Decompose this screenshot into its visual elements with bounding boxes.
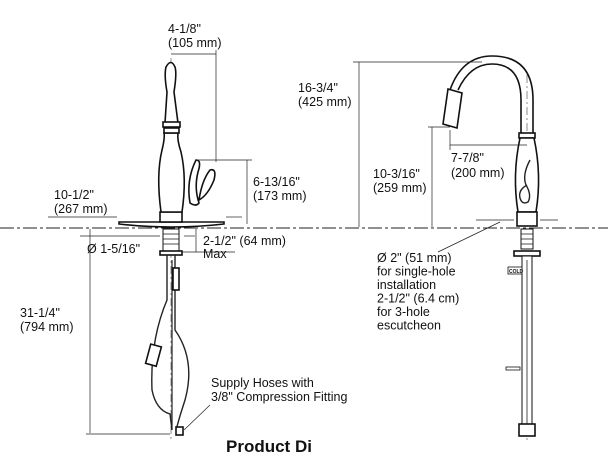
deck-thickness-line1: 2-1/2" (64 mm): [203, 234, 286, 248]
side-faucet-drawing: [442, 55, 541, 442]
diagram-title: Product Di: [226, 437, 312, 456]
escutcheon-width-in: 10-1/2": [54, 188, 94, 202]
front-faucet-drawing: [118, 58, 225, 442]
handle-height-in: 6-13/16": [253, 175, 300, 189]
supply-note-line2: 3/8" Compression Fitting: [211, 390, 347, 404]
side-dimension-lines: [353, 61, 558, 253]
below-deck-length-in: 31-1/4": [20, 306, 60, 320]
supply-note-line1: Supply Hoses with: [211, 376, 314, 390]
spout-offset-in: 4-1/8": [168, 22, 201, 36]
hole-note-line: Ø 2" (51 mm): [377, 251, 452, 265]
cold-label: COLD: [509, 269, 524, 275]
shank-diameter: Ø 1-5/16": [87, 242, 140, 256]
escutcheon-width-mm: (267 mm): [54, 202, 107, 216]
hole-note-line: installation: [377, 278, 436, 292]
front-dimension-lines: [48, 50, 252, 435]
spout-reach-in: 7-7/8": [451, 151, 484, 165]
hole-note-line: for single-hole: [377, 265, 456, 279]
deck-thickness-line2: Max: [203, 247, 227, 261]
hole-note: Ø 2" (51 mm) for single-hole installatio…: [377, 251, 459, 333]
spout-offset-mm: (105 mm): [168, 36, 221, 50]
handle-height-mm: (173 mm): [253, 189, 306, 203]
spout-height-in: 10-3/16": [373, 167, 420, 181]
overall-height-in: 16-3/4": [298, 81, 338, 95]
hole-note-line: escutcheon: [377, 319, 441, 333]
overall-height-mm: (425 mm): [298, 95, 351, 109]
hole-note-line: for 3-hole: [377, 305, 430, 319]
hole-note-line: 2-1/2" (6.4 cm): [377, 292, 459, 306]
spout-reach-mm: (200 mm): [451, 166, 504, 180]
spout-height-mm: (259 mm): [373, 181, 426, 195]
below-deck-length-mm: (794 mm): [20, 320, 73, 334]
